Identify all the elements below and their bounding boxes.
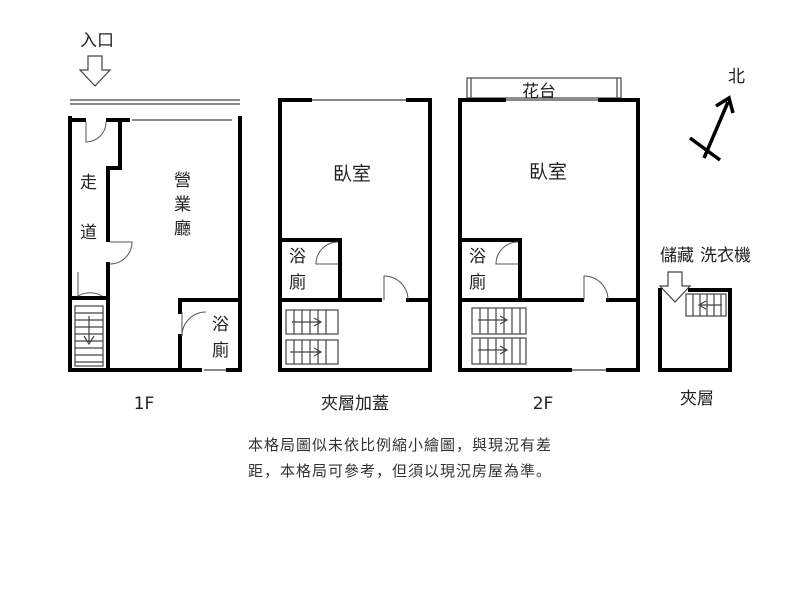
laundry-label: 洗衣機 — [700, 246, 751, 266]
bath-mezz-label-2: 廁 — [289, 272, 306, 293]
north-arrow-icon — [688, 95, 735, 162]
caption-2f: 2F — [533, 394, 554, 414]
stair-down-arrow-icon — [83, 316, 95, 346]
hall-label-3: 廳 — [174, 219, 191, 239]
disclaimer-line-2: 距，本格局可參考，但須以現況房屋為準。 — [247, 462, 552, 480]
north-label: 北 — [728, 67, 745, 87]
storage-label: 儲藏 — [660, 246, 694, 266]
caption-1f: 1F — [134, 394, 155, 414]
bath-2f-label-2: 廁 — [469, 272, 486, 293]
floor-mezz-addon: 臥室 浴 廁 — [278, 98, 432, 372]
hall-label-2: 業 — [174, 195, 191, 215]
hall-label-1: 營 — [174, 171, 191, 191]
stair-arrow-icon — [290, 317, 323, 357]
bedroom-2f-label: 臥室 — [529, 161, 567, 183]
floor-1f: 走 道 營 業 廳 浴 廁 — [68, 99, 242, 372]
bath-1f-label-2: 廁 — [212, 340, 229, 361]
corridor-label-2: 道 — [80, 223, 97, 243]
stair-treads — [293, 310, 327, 364]
stair-arrow-icon — [478, 315, 509, 355]
caption-mezz: 夾層 — [680, 389, 714, 409]
bath-1f-label-1: 浴 — [212, 315, 229, 335]
floor-mezz: 儲藏 洗衣機 — [658, 246, 751, 372]
stair-arrow-icon — [697, 300, 722, 310]
stair-treads — [479, 308, 521, 364]
entrance-arrow-icon — [78, 55, 112, 87]
bath-mezz-label-1: 浴 — [289, 247, 306, 267]
corridor-label-1: 走 — [80, 173, 97, 193]
bedroom-mezz-label: 臥室 — [333, 163, 371, 185]
entrance-label: 入口 — [80, 31, 114, 51]
bath-2f-label-1: 浴 — [469, 247, 486, 267]
disclaimer-line-1: 本格局圖似未依比例縮小繪圖，與現況有差 — [247, 436, 552, 454]
floor-2f: 花台 臥室 浴 廁 — [458, 77, 640, 372]
mezz-entry-arrow-icon — [658, 271, 692, 303]
caption-mezz-addon: 夾層加蓋 — [321, 394, 389, 414]
balcony-label: 花台 — [522, 82, 556, 102]
